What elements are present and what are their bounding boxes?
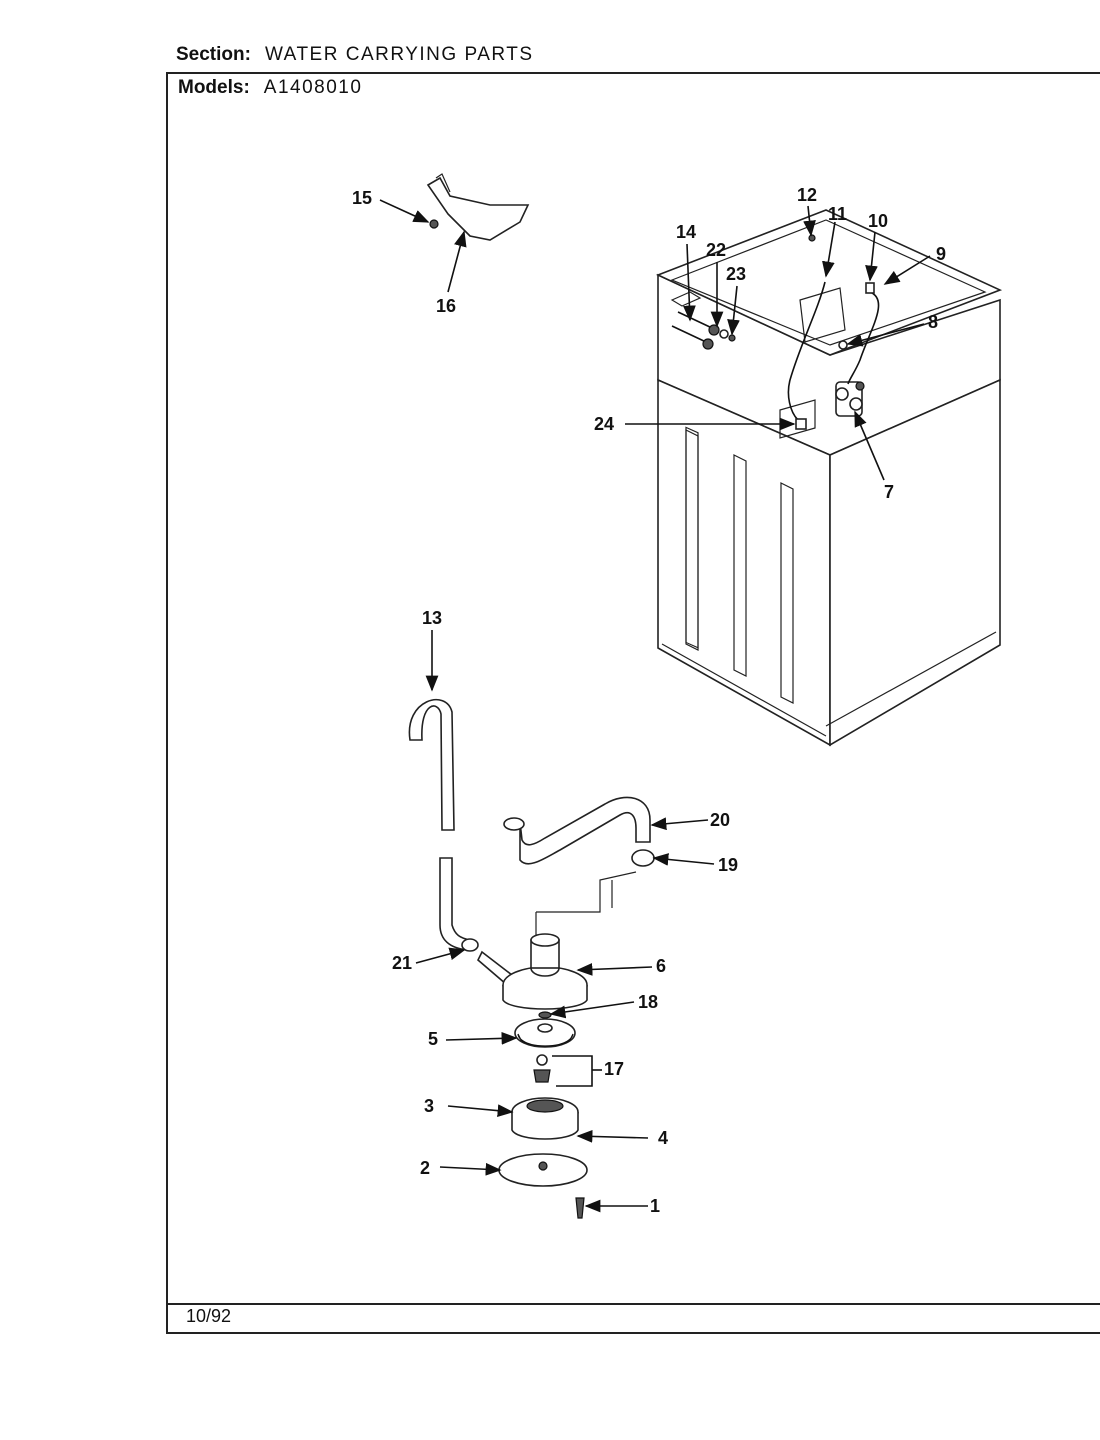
seal-18 [538, 1011, 552, 1019]
nut-17b [533, 1069, 551, 1083]
callout-2: 2 [420, 1158, 430, 1178]
section-title: WATER CARRYING PARTS [264, 44, 534, 65]
screw-12 [808, 234, 816, 242]
pump-housing [502, 933, 588, 1010]
callout-7: 7 [884, 482, 894, 502]
clip-10 [865, 282, 875, 294]
footer-divider [166, 1303, 1100, 1305]
screw-1 [575, 1197, 585, 1219]
callout-9: 9 [936, 244, 946, 264]
callout-6: 6 [656, 956, 666, 976]
callout-17: 17 [604, 1059, 624, 1079]
callout-1: 1 [650, 1196, 660, 1216]
impeller [514, 1018, 576, 1048]
hose-clamp-21 [461, 938, 479, 952]
mounting-bracket [426, 173, 530, 241]
drain-hose [408, 698, 472, 951]
callout-20: 20 [710, 810, 730, 830]
callout-10: 10 [868, 211, 888, 231]
washer-cabinet [655, 209, 1003, 747]
water-valve [835, 381, 865, 417]
callout-8: 8 [928, 312, 938, 332]
callout-3: 3 [424, 1096, 434, 1116]
models-heading: Models: A1408010 [178, 77, 362, 99]
callout-21: 21 [392, 953, 412, 973]
callout-22: 22 [706, 240, 726, 260]
diagram-frame [166, 72, 1100, 1334]
leader-lines [379, 199, 931, 1213]
callout-5: 5 [428, 1029, 438, 1049]
clip-8 [838, 340, 848, 350]
callout-11: 11 [828, 204, 847, 224]
models-label: Models: [178, 77, 250, 98]
fill-hose [847, 291, 880, 385]
callout-13: 13 [422, 608, 442, 628]
callout-19: 19 [718, 855, 738, 875]
callout-4: 4 [658, 1128, 668, 1148]
hose-end [503, 817, 525, 831]
callout-23: 23 [726, 264, 746, 284]
callout-16: 16 [436, 296, 456, 316]
callout-24: 24 [594, 414, 614, 434]
callout-numbers: 1 2 3 4 5 6 7 8 9 10 11 12 13 14 15 16 1… [352, 185, 946, 1216]
clip-24 [795, 418, 807, 430]
washer-17a [536, 1054, 548, 1066]
model-number: A1408010 [263, 77, 363, 98]
callout-14: 14 [676, 222, 696, 242]
section-label: Section: [176, 44, 251, 65]
pump-base [511, 1097, 579, 1140]
wire-harness [787, 281, 826, 421]
cover-hub [538, 1161, 548, 1171]
callout-15: 15 [352, 188, 372, 208]
hose-clamp-19 [631, 849, 655, 867]
pump-hose [506, 796, 651, 865]
revision-date: 10/92 [186, 1306, 232, 1326]
section-heading: Section: WATER CARRYING PARTS [176, 44, 534, 66]
callout-12: 12 [797, 185, 817, 205]
callout-18: 18 [638, 992, 658, 1012]
